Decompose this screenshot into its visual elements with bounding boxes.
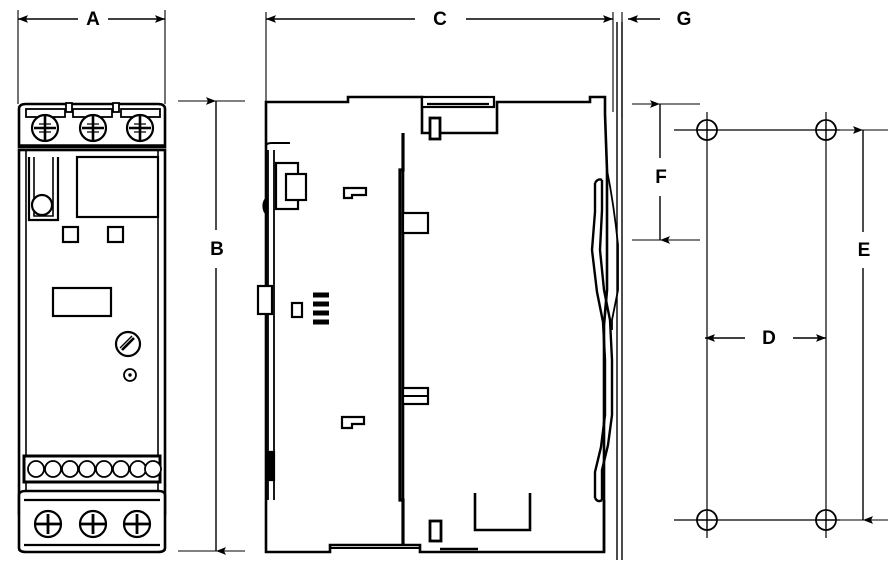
dimension-E: E: [853, 126, 873, 524]
side-connector-boss-lower: [256, 284, 274, 316]
side-clip-edge-lines: [616, 22, 623, 560]
terminal-screw: [78, 509, 108, 539]
top-terminal-block: [17, 102, 167, 149]
mounting-hole: [696, 509, 718, 531]
dimension-label-B: B: [210, 239, 224, 260]
dimension-A: A: [18, 9, 165, 30]
side-mark-square: [290, 301, 304, 319]
terminal-screw: [125, 113, 155, 143]
side-boss-right-lower: [401, 386, 430, 406]
side-bottom-tab: [266, 450, 276, 482]
dimension-label-F: F: [655, 167, 667, 188]
connector-contact: [27, 460, 45, 478]
side-profile-outline: [264, 95, 609, 554]
side-slot-top: [428, 116, 442, 141]
push-button-left[interactable]: [61, 225, 80, 244]
side-boss-right-upper: [401, 211, 430, 235]
side-hook-upper: [342, 186, 368, 200]
connector-contact: [44, 460, 62, 478]
connector-contact: [112, 460, 130, 478]
dimension-label-E: E: [858, 240, 871, 261]
dimension-label-A: A: [86, 9, 100, 30]
dimension-G: G: [628, 9, 691, 30]
side-mark-ladder: [313, 292, 329, 325]
mounting-pattern: [674, 112, 840, 538]
bottom-terminal-block: [17, 489, 167, 554]
terminal-screw: [122, 509, 152, 539]
dimension-C: C: [266, 9, 613, 30]
side-bottom-recess: [473, 493, 532, 532]
dimension-label-D: D: [762, 328, 776, 349]
reset-button-recess: [27, 157, 60, 222]
adjustment-dial[interactable]: [114, 330, 142, 358]
side-hook-lower: [340, 415, 366, 430]
reset-button: [30, 193, 54, 217]
connector-contact: [95, 460, 113, 478]
label-plate: [51, 286, 113, 318]
side-slot-bottom: [428, 519, 443, 543]
terminal-screw: [30, 113, 60, 143]
dimension-label-G: G: [677, 9, 692, 30]
dimension-B: B: [206, 97, 226, 555]
mounting-hole: [815, 509, 837, 531]
terminal-screw: [33, 509, 63, 539]
dimension-label-C: C: [433, 9, 447, 30]
indicator-led: [123, 368, 137, 382]
mounting-hole: [815, 119, 837, 141]
side-connector-boss-upper: [262, 161, 308, 216]
connector-contact: [78, 460, 96, 478]
connector-contact: [61, 460, 79, 478]
connector-strip: [22, 454, 162, 484]
front-view: [17, 102, 167, 554]
side-top-cap: [420, 95, 496, 109]
din-rail-clip: [590, 169, 619, 552]
connector-contact: [144, 460, 162, 478]
connector-contact: [129, 460, 147, 478]
push-button-right[interactable]: [106, 225, 125, 244]
side-view: [256, 22, 623, 560]
dimension-F: F: [650, 100, 670, 244]
display-window: [75, 155, 160, 219]
mounting-hole: [696, 119, 718, 141]
dimension-D: D: [705, 328, 826, 349]
terminal-screw: [78, 113, 108, 143]
